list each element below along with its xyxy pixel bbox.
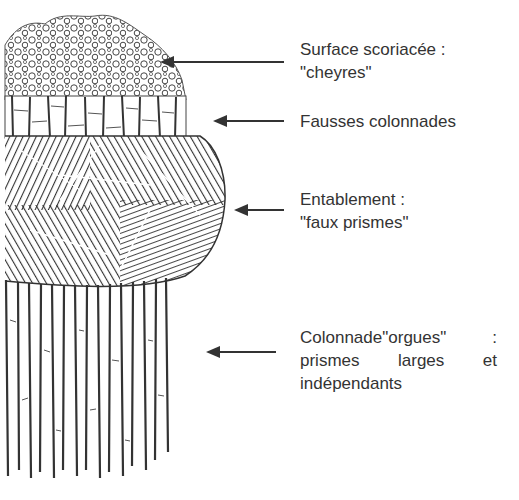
callout-label: Entablement : "faux prismes" <box>300 188 440 234</box>
callout-label: Surface scoriacée : "cheyres" <box>300 38 470 84</box>
callout-label: Fausses colonnades <box>300 110 510 133</box>
leader-arrows <box>160 56 284 358</box>
callout-label: Colonnade"orgues" : prismes larges et in… <box>300 326 497 395</box>
